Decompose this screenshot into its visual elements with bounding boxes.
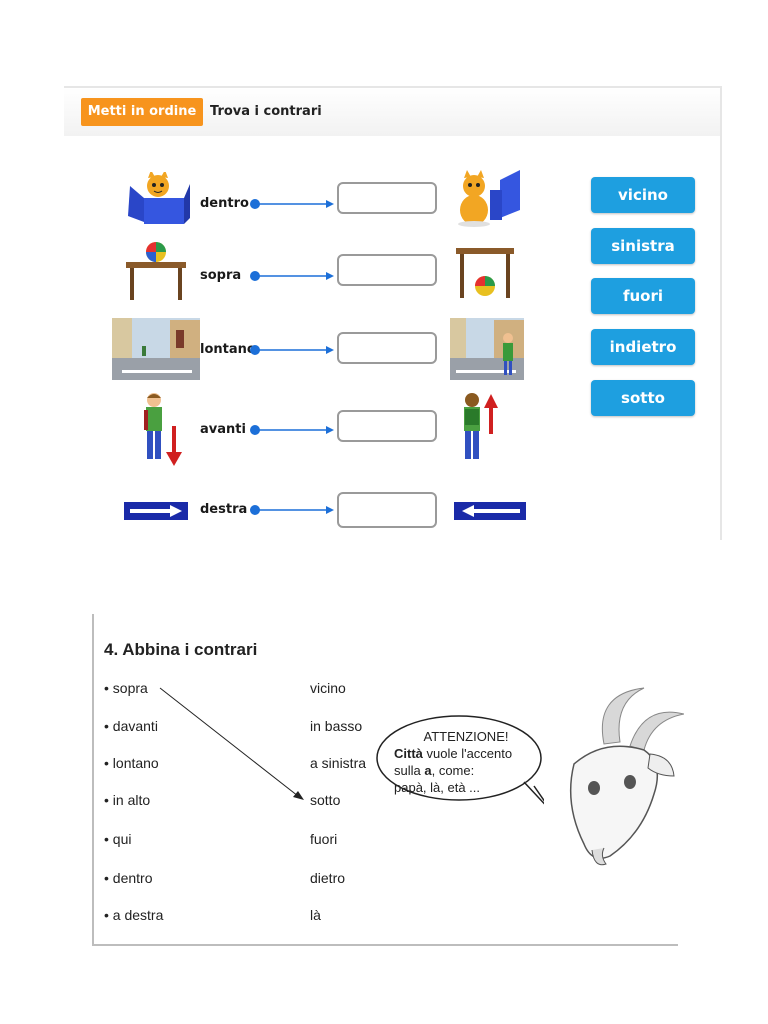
- bubble-text: ATTENZIONE! Città vuole l'accento sulla …: [394, 728, 544, 796]
- tab-trova-i-contrari[interactable]: Trova i contrari: [210, 104, 322, 119]
- pair-row: destra: [64, 480, 720, 540]
- ball-under-table-image: [456, 248, 514, 298]
- right-word: fuori: [310, 831, 338, 847]
- left-word: • in alto: [104, 792, 151, 808]
- tab-metti-in-ordine[interactable]: Metti in ordine: [81, 98, 203, 126]
- bubble-heading: ATTENZIONE!: [423, 729, 509, 744]
- option-fuori[interactable]: fuori: [591, 278, 695, 314]
- bubble-bold-word: Città: [394, 746, 423, 761]
- match-line: [159, 687, 304, 800]
- boy-forward-image: [144, 393, 182, 466]
- option-sinistra[interactable]: sinistra: [591, 228, 695, 264]
- word-label: avanti: [200, 422, 246, 437]
- matching-exercise-panel: 4. Abbina i contrari • sopra • davanti •…: [92, 614, 684, 946]
- exercise-title: 4. Abbina i contrari: [104, 640, 258, 659]
- cat-in-box-image: [128, 172, 190, 224]
- drop-slot[interactable]: [337, 492, 437, 528]
- right-word: là: [310, 907, 321, 923]
- sort-exercise-panel: Metti in ordine Trova i contrari dentro: [64, 86, 722, 540]
- left-word: • davanti: [104, 718, 158, 734]
- word-label: sopra: [200, 268, 242, 283]
- tab-bar: Metti in ordine Trova i contrari: [64, 88, 720, 136]
- bubble-bold-letter: a: [424, 763, 432, 778]
- bubble-line2b: , come:: [431, 763, 475, 778]
- street-far-image: [112, 318, 200, 380]
- pair-row: lontano: [64, 318, 720, 380]
- word-label: dentro: [200, 196, 249, 211]
- right-arrow-sign-image: [124, 502, 188, 520]
- right-word: dietro: [310, 870, 346, 886]
- pair-row: dentro: [64, 170, 720, 232]
- word-label: destra: [200, 502, 248, 517]
- arrow-icon: [250, 505, 334, 515]
- bubble-line3: papà, là, età ...: [394, 780, 481, 795]
- left-word: • qui: [104, 831, 132, 847]
- right-word: vicino: [310, 680, 346, 696]
- bubble-line2a: sulla: [394, 763, 425, 778]
- left-word: • dentro: [104, 870, 153, 886]
- right-word: sotto: [310, 792, 341, 808]
- left-arrow-sign-image: [454, 502, 526, 520]
- arrow-icon: [250, 199, 334, 209]
- drop-slot[interactable]: [337, 182, 437, 214]
- left-word: • a destra: [104, 907, 164, 923]
- arrow-icon: [250, 425, 334, 435]
- option-vicino[interactable]: vicino: [591, 177, 695, 213]
- word-label: lontano: [200, 342, 256, 357]
- left-word: • lontano: [104, 755, 159, 771]
- option-indietro[interactable]: indietro: [591, 329, 695, 365]
- right-word: in basso: [310, 718, 363, 734]
- option-sotto[interactable]: sotto: [591, 380, 695, 416]
- boy-backward-image: [464, 393, 498, 459]
- street-near-image: [450, 318, 524, 380]
- ball-on-table-image: [126, 242, 186, 300]
- cat-out-of-box-image: [458, 170, 520, 227]
- right-word: a sinistra: [310, 755, 367, 771]
- drop-slot[interactable]: [337, 410, 437, 442]
- drop-slot[interactable]: [337, 254, 437, 286]
- arrow-icon: [250, 271, 334, 281]
- drop-slot[interactable]: [337, 332, 437, 364]
- left-word: • sopra: [104, 680, 148, 696]
- goat-icon: [569, 687, 684, 866]
- speech-bubble: [376, 715, 544, 805]
- bubble-line1: vuole l'accento: [422, 746, 513, 761]
- pair-row: avanti: [64, 393, 720, 466]
- arrow-icon: [250, 345, 334, 355]
- pair-row: sopra: [64, 242, 720, 304]
